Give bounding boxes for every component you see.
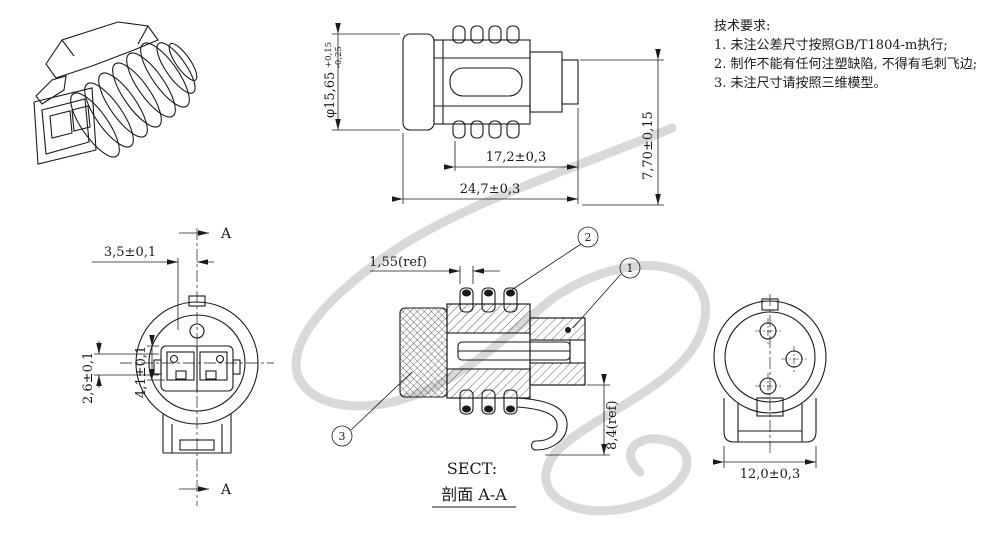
tech-note-3: 3. 未注尺寸请按照三维模型。 xyxy=(714,75,887,91)
dim-right-height: 7,70±0,15 xyxy=(580,49,664,206)
isometric-view xyxy=(33,21,198,165)
section-letter-bottom: A xyxy=(220,482,232,498)
section-view: 2 1 3 1,55(ref) 8,4(ref) xyxy=(331,226,641,508)
rear-view: 12,0±0,3 xyxy=(713,294,827,482)
section-title: SECT: 剖面 A-A xyxy=(432,459,516,508)
dim-rib-width: 1,55(ref) xyxy=(369,255,500,284)
dim-slot-height-label: 4,1±0,1 xyxy=(134,346,149,398)
tech-notes-title: 技术要求: xyxy=(714,19,771,34)
dim-bracket-width-label: 12,0±0,3 xyxy=(740,467,801,482)
balloon-3: 3 xyxy=(331,371,413,447)
side-view: φ15,65 +0,15 -0,25 17,2±0,3 24,7±0,3 7,7… xyxy=(323,23,664,206)
balloon-1-number: 1 xyxy=(627,262,634,275)
front-view: A A 3,5±0,1 2,6±0,1 4,1±0,1 xyxy=(81,226,274,506)
front-view-centerlines xyxy=(120,228,274,506)
dim-terminal-height-label: 2,6±0,1 xyxy=(81,352,96,404)
sect-label: SECT: xyxy=(447,459,497,478)
dim-tail-height-label: 8,4(ref) xyxy=(605,400,620,450)
section-name-label: 剖面 A-A xyxy=(441,485,507,504)
side-view-body xyxy=(402,25,579,139)
dim-diameter-tol-lower: -0,25 xyxy=(334,46,344,68)
rear-view-body xyxy=(713,298,827,443)
balloon-2-number: 2 xyxy=(585,231,592,244)
balloon-2: 2 xyxy=(509,226,599,292)
dim-diameter-tol-upper: +0,15 xyxy=(324,42,334,68)
tech-note-2: 2. 制作不能有任何注塑缺陷, 不得有毛刺飞边; xyxy=(714,56,978,72)
dim-offset: 3,5±0,1 xyxy=(92,245,214,330)
dim-inner-length-label: 17,2±0,3 xyxy=(486,150,547,165)
balloon-1: 1 xyxy=(572,257,641,329)
section-letter-top: A xyxy=(220,226,232,242)
dim-tail-height: 8,4(ref) xyxy=(545,374,620,456)
dim-bracket-width: 12,0±0,3 xyxy=(713,446,817,482)
dim-diameter-label: φ15,65 xyxy=(323,72,338,118)
section-arrow-top: A xyxy=(179,226,232,242)
dim-right-height-label: 7,70±0,15 xyxy=(641,111,656,180)
dim-total-length: 24,7±0,3 xyxy=(392,133,578,204)
balloon-3-number: 3 xyxy=(339,430,346,443)
dim-offset-label: 3,5±0,1 xyxy=(104,245,156,260)
section-view-body xyxy=(399,287,586,451)
section-arrow-bottom: A xyxy=(179,482,232,498)
front-view-body xyxy=(135,295,259,454)
dim-inner-length: 17,2±0,3 xyxy=(444,108,579,204)
dim-terminal-height: 2,6±0,1 xyxy=(81,341,159,404)
tech-notes: 技术要求: 1. 未注公差尺寸按照GB/T1804-m执行; 2. 制作不能有任… xyxy=(714,18,977,93)
dim-rib-width-label: 1,55(ref) xyxy=(369,255,427,270)
dim-slot-height: 4,1±0,1 xyxy=(134,335,165,398)
dim-total-length-label: 24,7±0,3 xyxy=(460,182,521,197)
tech-note-1: 1. 未注公差尺寸按照GB/T1804-m执行; xyxy=(714,37,948,53)
dim-diameter: φ15,65 +0,15 -0,25 xyxy=(323,23,400,131)
